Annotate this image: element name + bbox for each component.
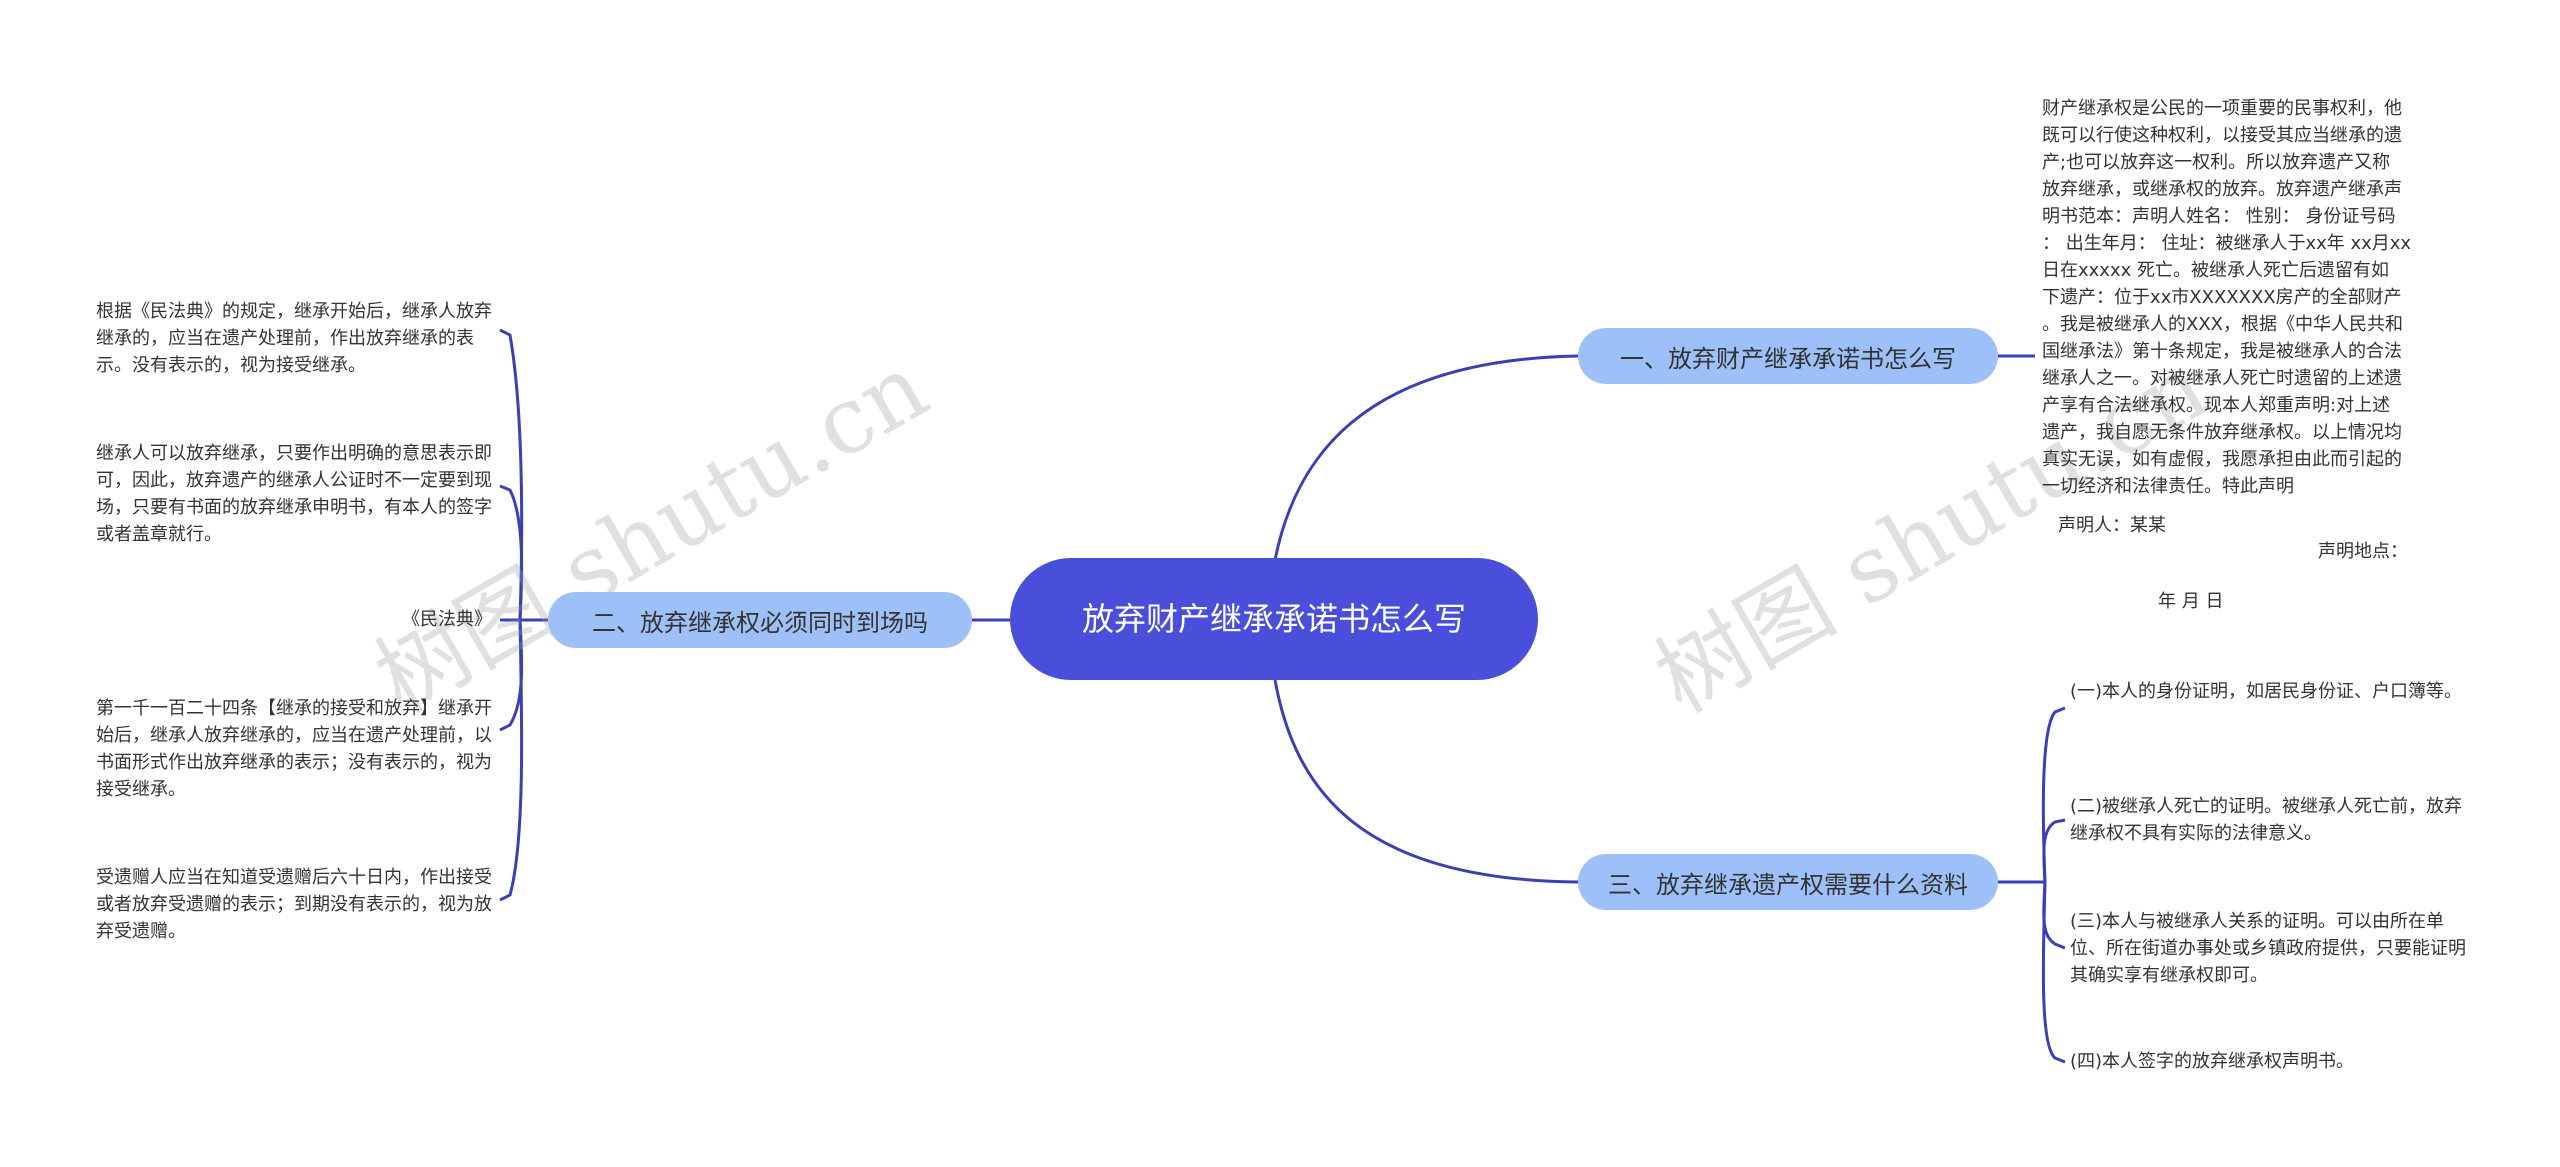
statement-line: 继承人之一。对被继承人死亡时遗留的上述遗 (2042, 368, 2402, 389)
statement-line: 日在xxxxx 死亡。被继承人死亡后遗留有如 (2042, 260, 2389, 281)
statement-line: 。我是被继承人的XXX，根据《中华人民共和 (2042, 314, 2403, 335)
bracket-b3-leaf2 (2042, 818, 2066, 883)
root-topic[interactable]: 放弃财产继承承诺书怎么写 (1010, 558, 1538, 680)
branch2-leaf-4[interactable]: 第一千一百二十四条【继承的接受和放弃】继承开始后，继承人放弃继承的，应当在遗产处… (96, 698, 492, 800)
branch-topic-1[interactable]: 一、放弃财产继承承诺书怎么写 (1578, 328, 1998, 384)
statement-line: 既可以行使这种权利，以接受其应当继承的遗 (2042, 125, 2402, 146)
statement-line: 产;也可以放弃这一权利。所以放弃遗产又称 (2042, 152, 2391, 173)
bracket-b2-leaf5 (499, 619, 524, 902)
branch2-leaf-1[interactable]: 根据《民法典》的规定，继承开始后，继承人放弃继承的，应当在遗产处理前，作出放弃继… (96, 301, 492, 376)
link-root-branch3 (1273, 679, 1579, 884)
bracket-b2-leaf2 (499, 484, 524, 621)
declarant-line: 声明人：某某 (2058, 515, 2166, 536)
statement-line: ： 出生年月： 住址：被继承人于xx年 xx月xx (2042, 233, 2412, 254)
place-line: 声明地点： (2318, 541, 2408, 562)
link-root-branch1 (1273, 354, 1579, 561)
bracket-b3-leaf4 (2041, 881, 2066, 1064)
branch2-leaf-3[interactable]: 《民法典》 (402, 609, 492, 630)
statement-line: 下遗产：位于xx市XXXXXXX房产的全部财产 (2042, 287, 2402, 308)
bracket-b3-leaf1 (2041, 706, 2066, 883)
statement-line: 财产继承权是公民的一项重要的民事权利，他 (2042, 98, 2402, 119)
branch3-leaf-4[interactable]: (四)本人签字的放弃继承权声明书。 (2070, 1051, 2355, 1072)
statement-line: 真实无误，如有虚假，我愿承担由此而引起的 (2042, 449, 2402, 470)
branch-topic-3[interactable]: 三、放弃继承遗产权需要什么资料 (1578, 854, 1998, 910)
statement-line: 一切经济和法律责任。特此声明 (2042, 476, 2294, 497)
statement-line: 国继承法》第十条规定，我是被继承人的合法 (2042, 341, 2402, 362)
branch2-leaf-2[interactable]: 继承人可以放弃继承，只要作出明确的意思表示即可，因此，放弃遗产的继承人公证时不一… (96, 443, 492, 545)
branch2-leaf-5[interactable]: 受遗赠人应当在知道受遗赠后六十日内，作出接受或者放弃受遗赠的表示；到期没有表示的… (96, 867, 492, 942)
branch3-leaf-2[interactable]: (二)被继承人死亡的证明。被继承人死亡前，放弃继承权不具有实际的法律意义。 (2070, 796, 2463, 844)
statement-line: 明书范本：声明人姓名： 性别： 身份证号码 (2042, 206, 2396, 227)
date-line: 年 月 日 (2158, 591, 2224, 612)
branch3-leaf-3[interactable]: (三)本人与被继承人关系的证明。可以由所在单位、所在街道办事处或乡镇政府提供，只… (2070, 911, 2466, 986)
branch-topic-2[interactable]: 二、放弃继承权必须同时到场吗 (548, 592, 972, 648)
bracket-b3-leaf3 (2042, 881, 2066, 950)
statement-line: 遗产，我自愿无条件放弃继承权。以上情况均 (2042, 422, 2402, 443)
statement-line: 产享有合法继承权。现本人郑重声明:对上述 (2042, 395, 2391, 416)
statement-line: 放弃继承，或继承权的放弃。放弃遗产继承声 (2042, 179, 2402, 200)
branch3-leaf-1[interactable]: (一)本人的身份证明，如居民身份证、户口簿等。 (2070, 681, 2463, 702)
branch1-statement[interactable]: 财产继承权是公民的一项重要的民事权利，他 既可以行使这种权利，以接受其应当继承的… (2042, 95, 2462, 500)
